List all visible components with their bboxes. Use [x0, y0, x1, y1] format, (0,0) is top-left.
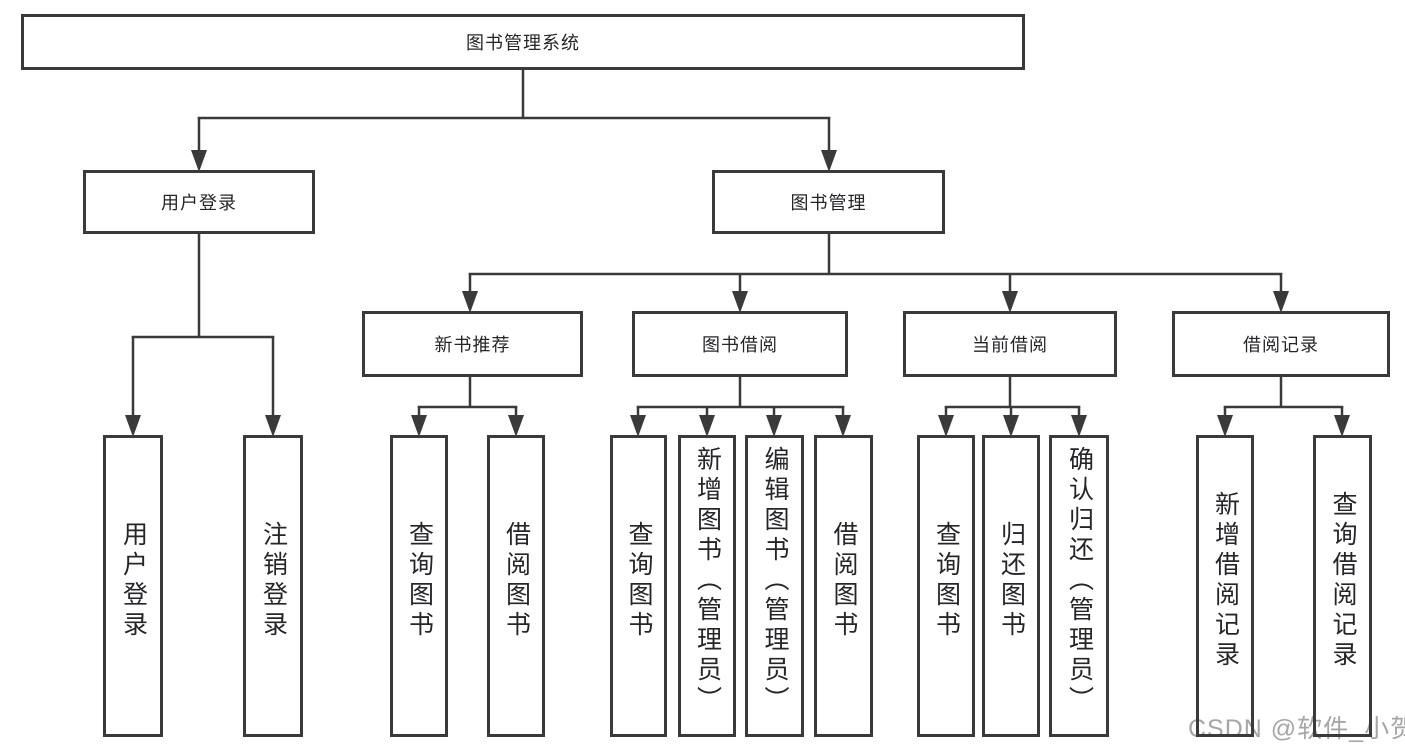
leaf-add-book-admin: 新增图书（管理员）: [678, 435, 736, 737]
node-borrow-records: 借阅记录: [1172, 311, 1390, 377]
node-label: 查询图书: [932, 521, 961, 641]
node-label: 编辑图书（管理员）: [761, 446, 789, 716]
node-label: 借阅图书: [830, 521, 858, 641]
node-label: 查询借阅记录: [1329, 491, 1357, 671]
node-label: 用户登录: [119, 521, 148, 641]
leaf-user-login: 用户登录: [103, 435, 163, 737]
node-label: 确认归还（管理员）: [1065, 446, 1094, 716]
node-label: 当前借阅: [972, 335, 1048, 355]
node-user-login: 用户登录: [83, 170, 315, 234]
node-label: 借阅图书: [502, 521, 531, 641]
node-label: 查询图书: [405, 521, 434, 641]
leaf-borrow-books: 借阅图书: [814, 435, 873, 737]
node-system-root: 图书管理系统: [21, 14, 1025, 70]
node-book-borrow: 图书借阅: [632, 311, 848, 377]
csdn-watermark: CSDN @软件_小贺同学: [1188, 715, 1405, 743]
leaf-query-borrow-record: 查询借阅记录: [1313, 435, 1372, 737]
leaf-query-books-recommend: 查询图书: [390, 435, 448, 737]
leaf-confirm-return-admin: 确认归还（管理员）: [1049, 435, 1109, 737]
leaf-return-book: 归还图书: [982, 435, 1040, 737]
leaf-query-books-current: 查询图书: [917, 435, 975, 737]
node-label: 图书管理系统: [466, 33, 580, 53]
node-label: 归还图书: [997, 521, 1026, 641]
node-label: 借阅记录: [1243, 335, 1319, 355]
leaf-logout: 注销登录: [243, 435, 303, 737]
leaf-add-borrow-record: 新增借阅记录: [1196, 435, 1254, 737]
node-label: 用户登录: [161, 193, 237, 213]
node-new-book-recommend: 新书推荐: [362, 311, 583, 377]
leaf-query-books-borrow: 查询图书: [610, 435, 667, 737]
node-label: 图书借阅: [702, 335, 778, 355]
node-current-borrow: 当前借阅: [903, 311, 1117, 377]
node-label: 新增图书（管理员）: [693, 446, 722, 716]
node-label: 新增借阅记录: [1211, 491, 1240, 671]
node-label: 图书管理: [790, 193, 867, 213]
node-book-management: 图书管理: [712, 170, 945, 234]
leaf-edit-book-admin: 编辑图书（管理员）: [745, 435, 804, 737]
node-label: 查询图书: [625, 521, 653, 641]
node-label: 新书推荐: [434, 335, 511, 355]
leaf-borrow-books-recommend: 借阅图书: [487, 435, 545, 737]
node-label: 注销登录: [259, 521, 288, 641]
